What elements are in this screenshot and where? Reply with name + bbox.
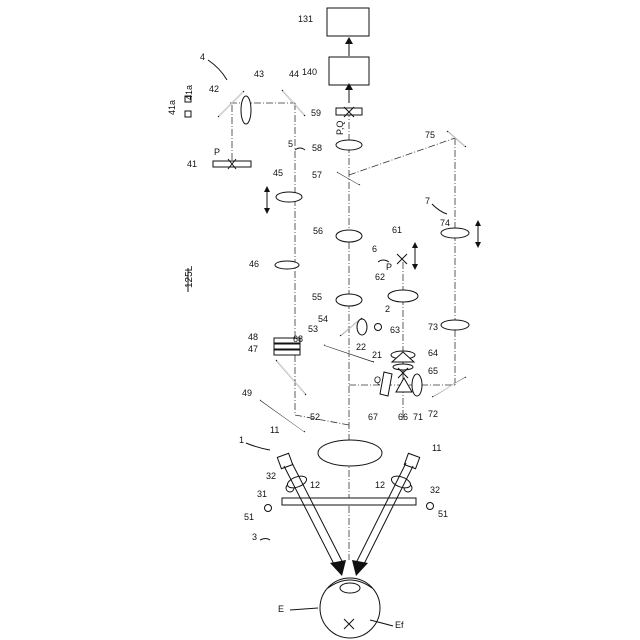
label-44: 44 bbox=[289, 69, 299, 79]
mirror-57: 57 bbox=[312, 170, 360, 185]
label-Ef: Ef bbox=[395, 620, 404, 630]
label-74: 74 bbox=[440, 218, 450, 228]
label-47: 47 bbox=[248, 344, 258, 354]
label-62: 62 bbox=[375, 272, 385, 282]
label-54: 54 bbox=[318, 314, 328, 324]
label-51-left: 51 bbox=[244, 512, 254, 522]
label-42: 42 bbox=[209, 84, 219, 94]
label-63: 63 bbox=[390, 325, 400, 335]
label-57: 57 bbox=[312, 170, 322, 180]
label-11-right: 11 bbox=[432, 443, 441, 453]
detector-140: 140 bbox=[302, 57, 369, 103]
figure-id: 125L bbox=[184, 265, 195, 292]
eye: E Ef bbox=[278, 578, 404, 638]
label-2: 2 bbox=[385, 304, 390, 314]
label-12-left: 12 bbox=[310, 480, 320, 490]
label-58: 58 bbox=[312, 143, 322, 153]
label-59: 59 bbox=[311, 108, 321, 118]
label-48-47: 48 bbox=[248, 332, 258, 342]
label-P-41: P bbox=[214, 147, 220, 157]
lens-58: 58 5 bbox=[288, 139, 362, 153]
label-45: 45 bbox=[273, 168, 283, 178]
label-5: 5 bbox=[288, 139, 293, 149]
label-52: 52 bbox=[310, 412, 320, 422]
label-22: 22 bbox=[356, 342, 366, 352]
label-61: 61 bbox=[392, 225, 402, 235]
label-53: 53 bbox=[308, 324, 318, 334]
label-75: 75 bbox=[425, 130, 435, 140]
mirror-54: 54 bbox=[318, 314, 362, 336]
label-3: 3 bbox=[252, 532, 257, 542]
label-11-left: 11 bbox=[270, 425, 279, 435]
label-131: 131 bbox=[298, 14, 313, 24]
label-56: 56 bbox=[313, 226, 323, 236]
label-21: 21 bbox=[372, 350, 382, 360]
label-12-right: 12 bbox=[375, 480, 385, 490]
module-6: 6 61 P 62 2 22 21 63 64 65 Q,P 67 66 71 bbox=[356, 225, 438, 422]
label-71: 71 bbox=[413, 412, 423, 422]
label-7: 7 bbox=[425, 196, 430, 206]
label-1: 1 bbox=[239, 435, 244, 445]
label-73: 73 bbox=[428, 322, 438, 332]
lens-45: 45 bbox=[264, 168, 302, 214]
label-P-61: P bbox=[386, 262, 392, 272]
label-51-right: 51 bbox=[438, 509, 448, 519]
label-55: 55 bbox=[312, 292, 322, 302]
detector-131: 131 bbox=[298, 8, 369, 56]
mirror-relay bbox=[276, 360, 306, 395]
label-67: 67 bbox=[368, 412, 378, 422]
label-72: 72 bbox=[428, 409, 438, 419]
label-64: 64 bbox=[428, 348, 438, 358]
label-41: 41 bbox=[187, 159, 197, 169]
label-6: 6 bbox=[372, 244, 377, 254]
figure-id-label: 125L bbox=[184, 265, 195, 288]
element-59: 59 P,Q bbox=[311, 107, 362, 135]
lens-55: 55 bbox=[312, 292, 362, 306]
label-68: 68 bbox=[293, 334, 303, 344]
label-43: 43 bbox=[254, 69, 264, 79]
label-46: 46 bbox=[249, 259, 259, 269]
plate-31: 31 32 32 51 51 3 bbox=[244, 471, 448, 542]
label-140: 140 bbox=[302, 67, 317, 77]
label-32-right: 32 bbox=[430, 485, 440, 495]
label-41a-bottom: 41a bbox=[167, 100, 177, 115]
label-32-left: 32 bbox=[266, 471, 276, 481]
label-pq-top: P,Q bbox=[335, 121, 345, 135]
label-31: 31 bbox=[257, 489, 267, 499]
module-4: 4 41a 41a 42 43 44 41 P bbox=[167, 52, 305, 169]
label-4: 4 bbox=[200, 52, 205, 62]
label-49: 49 bbox=[242, 388, 252, 398]
lens-46: 46 bbox=[249, 259, 299, 269]
label-66: 66 bbox=[398, 412, 408, 422]
elements-47-48: 48 47 68 bbox=[248, 332, 303, 355]
lens-56: 56 bbox=[313, 226, 362, 242]
label-65: 65 bbox=[428, 366, 438, 376]
label-E: E bbox=[278, 604, 284, 614]
label-41a-top: 41a bbox=[184, 85, 194, 100]
